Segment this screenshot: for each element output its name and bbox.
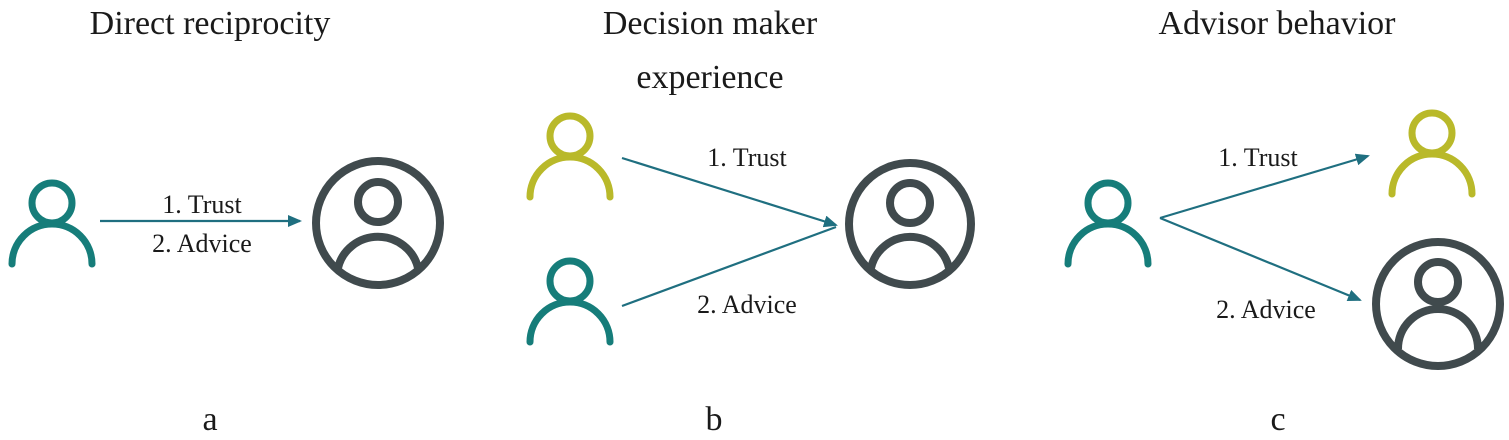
person-icon bbox=[12, 183, 92, 264]
panel-c: 1. Trust 2. Advice bbox=[1068, 113, 1504, 370]
edge-label-trust: 1. Trust bbox=[1218, 143, 1298, 172]
edge-label-advice: 2. Advice bbox=[697, 290, 797, 319]
advice-arrow bbox=[621, 225, 837, 308]
person-icon-teal bbox=[1068, 183, 1148, 264]
edge-label-advice: 2. Advice bbox=[152, 229, 252, 258]
panel-c-letter: c bbox=[1270, 401, 1286, 438]
trust-arrow bbox=[1159, 153, 1370, 220]
person-icon-teal bbox=[530, 261, 610, 342]
panel-c-title: Advisor behavior bbox=[1158, 5, 1396, 42]
panel-b: 1. Trust 2. Advice bbox=[530, 116, 975, 342]
person-circle-icon bbox=[1372, 238, 1504, 370]
advice-arrow bbox=[1159, 216, 1362, 302]
panel-a: 1. Trust 2. Advice bbox=[12, 157, 444, 289]
person-circle-icon bbox=[845, 159, 975, 289]
panel-a-title: Direct reciprocity bbox=[89, 5, 331, 42]
panel-b-letter: b bbox=[705, 401, 723, 438]
person-circle-icon bbox=[312, 157, 444, 289]
panel-b-title-line1: Decision maker bbox=[602, 5, 818, 42]
panel-a-letter: a bbox=[202, 401, 218, 438]
edge-label-trust: 1. Trust bbox=[707, 143, 787, 172]
person-icon-olive bbox=[1392, 113, 1472, 194]
edge-label-trust: 1. Trust bbox=[162, 190, 242, 219]
person-icon-olive bbox=[530, 116, 610, 197]
edge-label-advice: 2. Advice bbox=[1216, 295, 1316, 324]
trust-arrow bbox=[621, 156, 838, 228]
panel-b-title-line2: experience bbox=[636, 59, 784, 96]
